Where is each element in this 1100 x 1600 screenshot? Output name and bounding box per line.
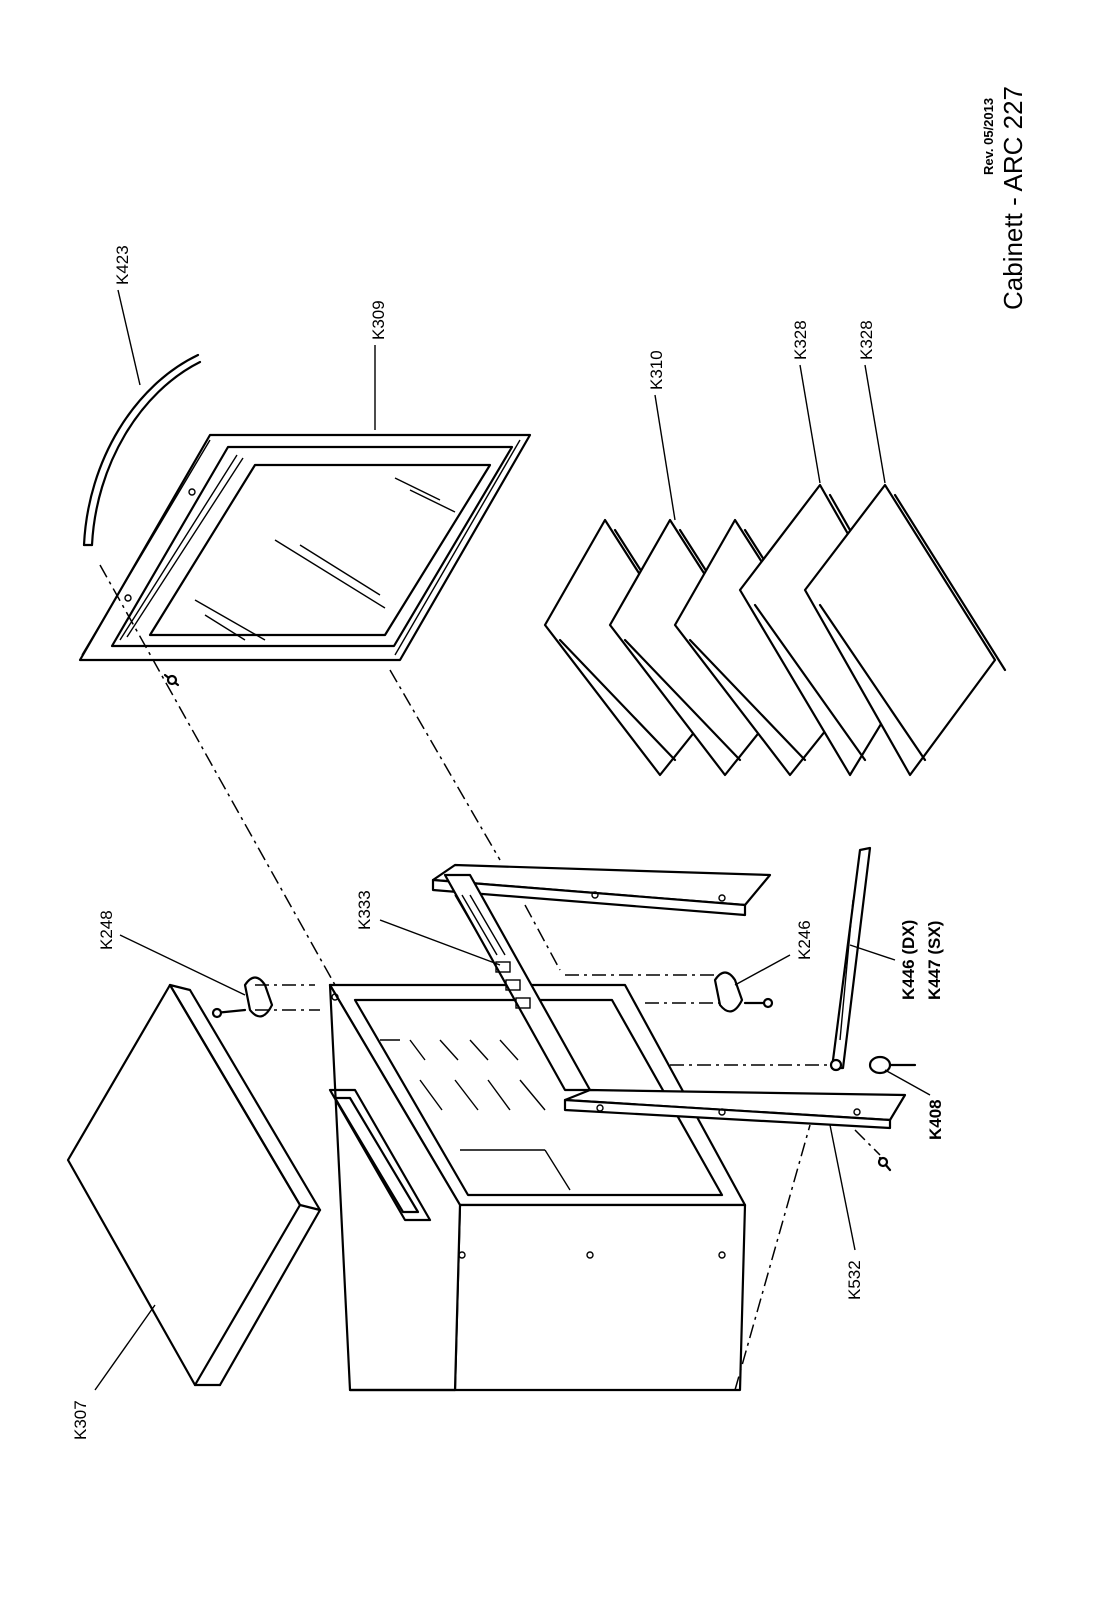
diagram-title: Cabinett - ARC 227 xyxy=(998,86,1028,310)
door-frame-k309 xyxy=(78,433,532,662)
label-k532: K532 xyxy=(845,1260,864,1300)
assembly-guide-lines xyxy=(99,564,881,1391)
adjustable-foot-k408 xyxy=(868,1055,917,1075)
screws xyxy=(163,673,892,1172)
revision-label: Rev. 05/2013 xyxy=(981,98,996,175)
gasket-rail-k446-k447 xyxy=(829,846,872,1072)
label-k307: K307 xyxy=(71,1400,90,1440)
leader-lines xyxy=(94,289,931,1391)
hinge-k248 xyxy=(211,976,274,1019)
label-k246: K246 xyxy=(795,920,814,960)
top-panel-k307 xyxy=(66,983,322,1387)
part-labels: K423 K309 K310 K328 K328 K248 K333 K246 … xyxy=(71,245,945,1440)
title-block: Rev. 05/2013 Cabinett - ARC 227 xyxy=(981,86,1028,310)
hinge-k246 xyxy=(713,971,774,1013)
label-k447: K447 (SX) xyxy=(925,921,944,1000)
wine-shelf-5-k328 xyxy=(803,483,1007,777)
label-k309: K309 xyxy=(369,300,388,340)
label-k310: K310 xyxy=(647,350,666,390)
label-k408: K408 xyxy=(926,1099,945,1140)
label-k423: K423 xyxy=(113,245,132,285)
label-k328-b: K328 xyxy=(857,320,876,360)
front-bar-lower-k532 xyxy=(563,1088,907,1130)
label-k248: K248 xyxy=(97,910,116,950)
label-k328-a: K328 xyxy=(791,320,810,360)
door-handle-k423 xyxy=(82,353,202,547)
label-k333: K333 xyxy=(355,890,374,930)
label-k446: K446 (DX) xyxy=(899,920,918,1000)
cabinet-body xyxy=(328,983,747,1392)
